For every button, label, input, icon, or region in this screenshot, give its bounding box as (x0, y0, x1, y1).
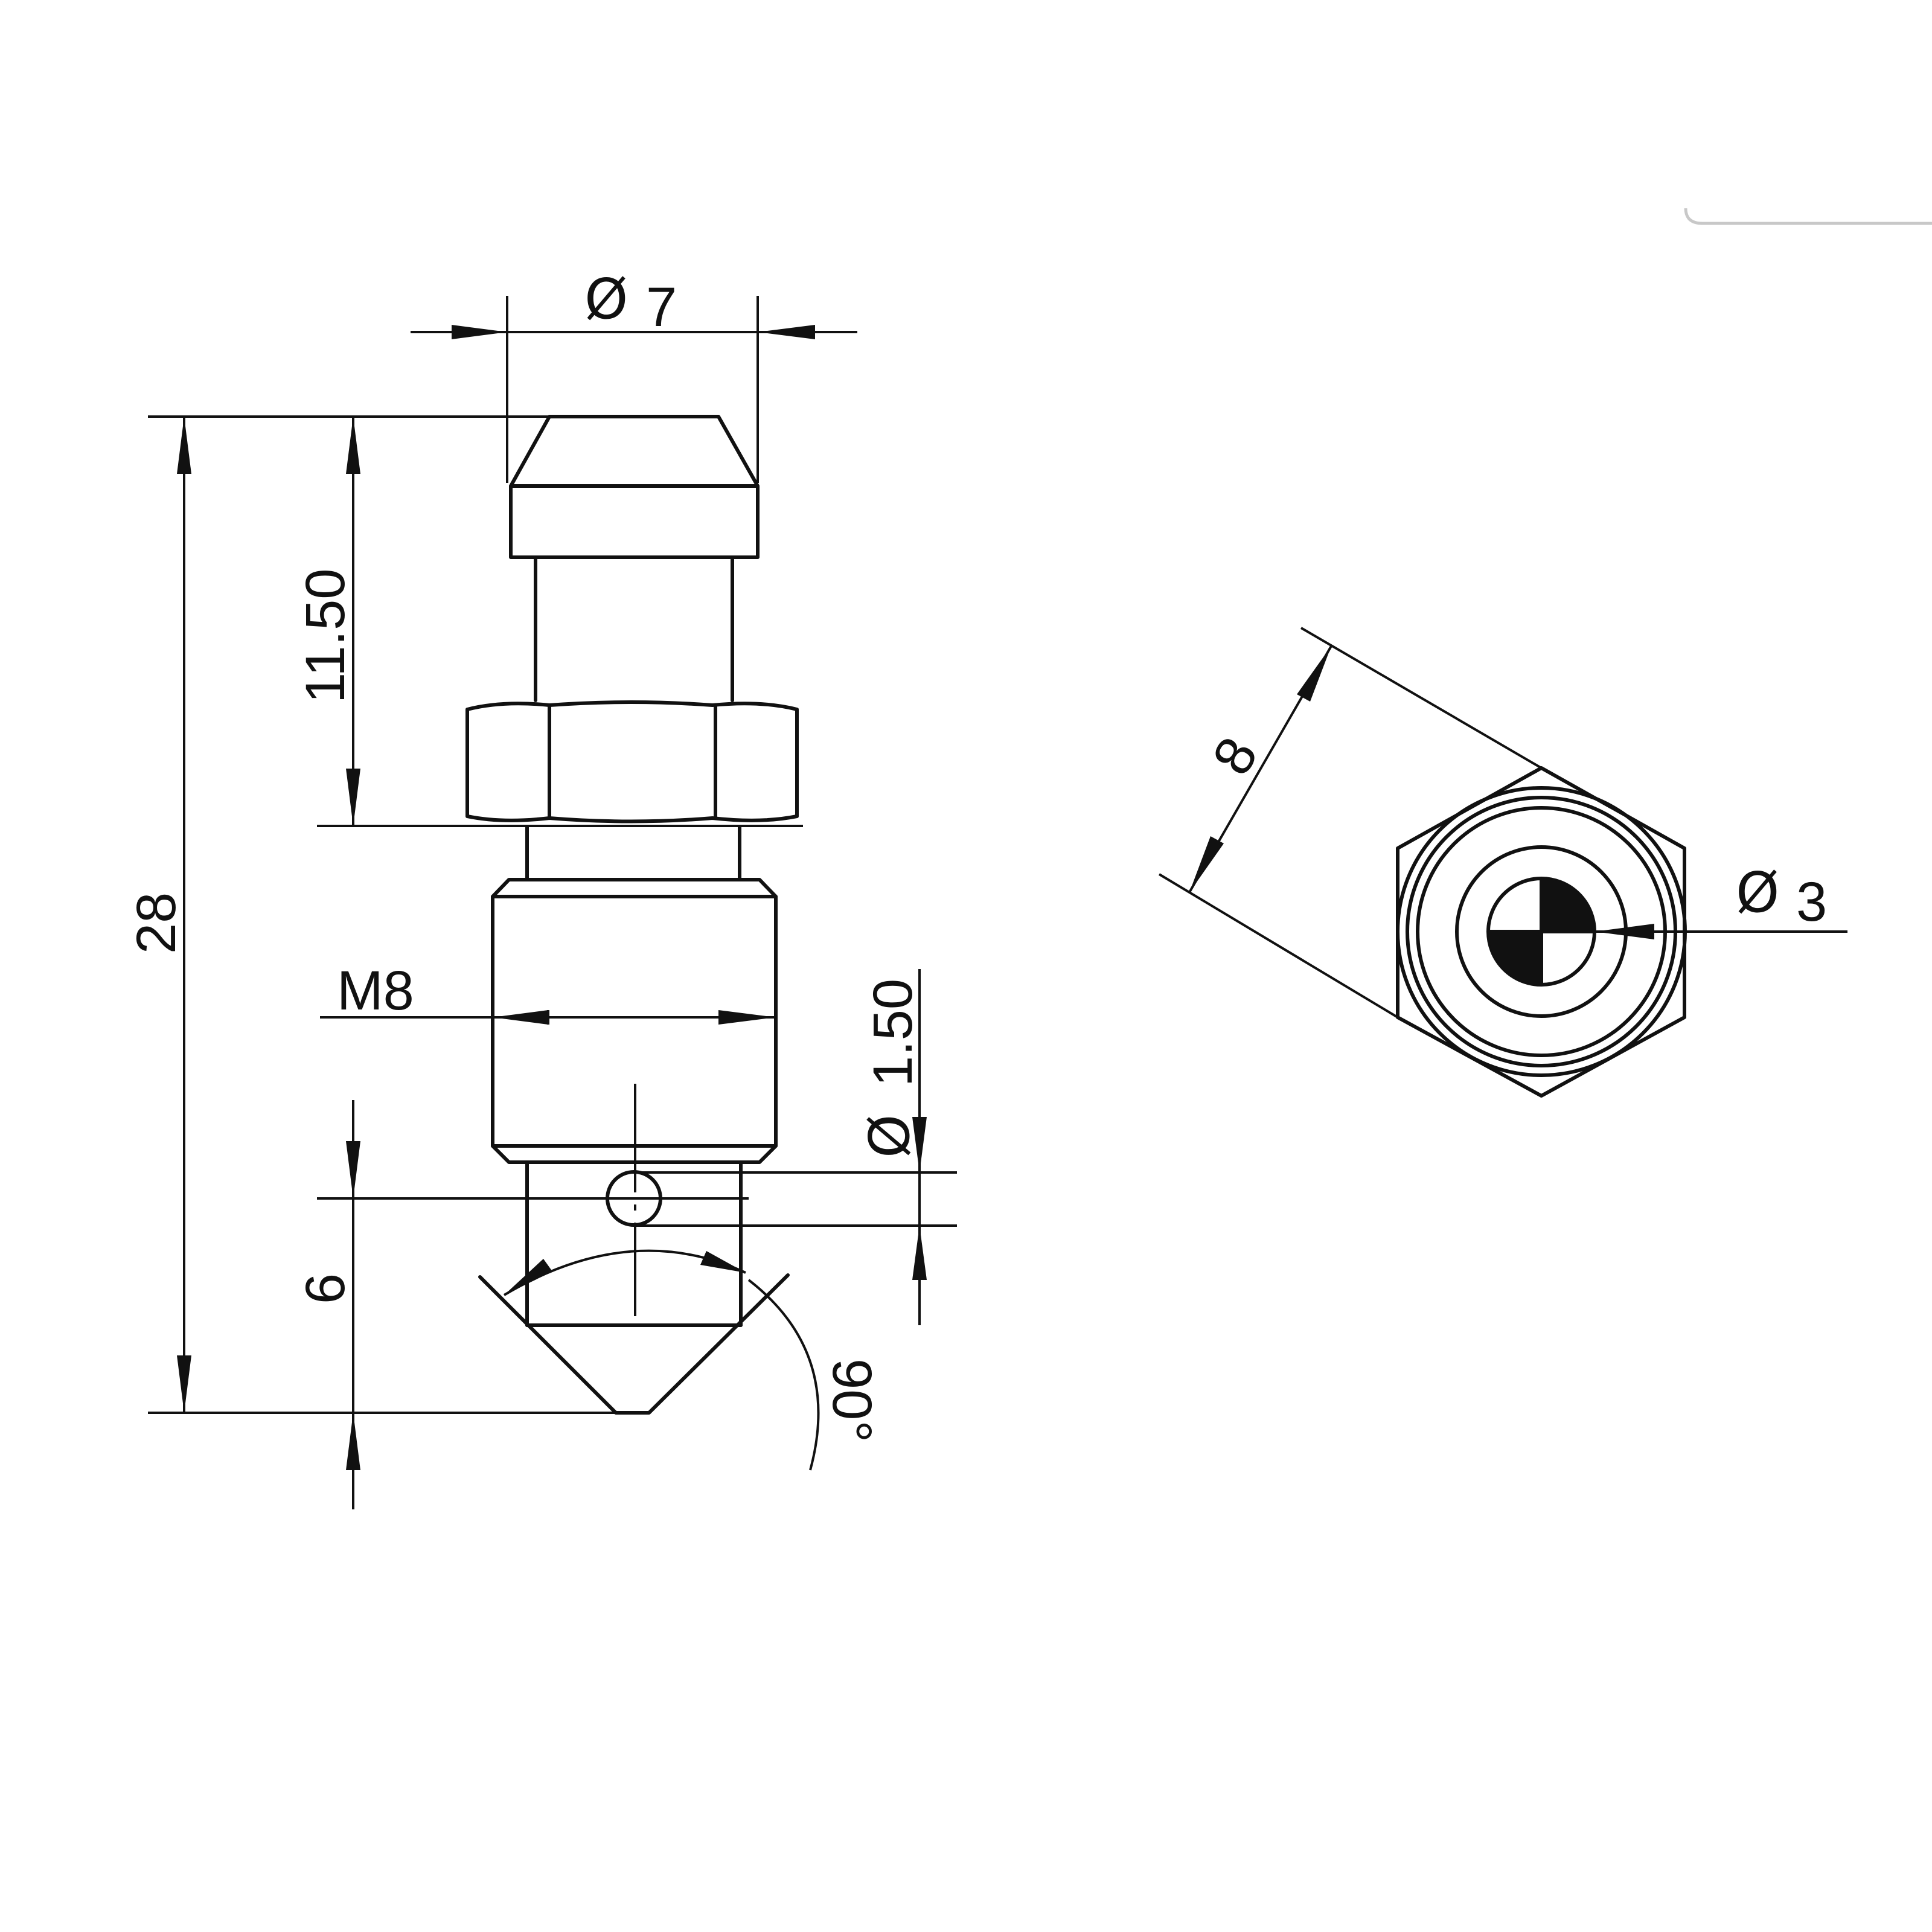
len-6-label: 6 (295, 1273, 356, 1304)
dim-len-11-50: 11.50 (295, 417, 803, 827)
angle-90-label: 90° (821, 1358, 883, 1442)
hex-outline (1396, 766, 1686, 1098)
window-corner (1684, 208, 1932, 225)
dia-7-symbol: Ø (584, 267, 628, 331)
dia-3-value: 3 (1796, 871, 1827, 933)
len-28-label: 28 (126, 892, 187, 954)
dia-3-symbol: Ø (1736, 860, 1779, 925)
side-view (465, 415, 799, 1415)
dim-dia-7: Ø 7 (411, 267, 857, 483)
dim-thread-m8: M8 (320, 960, 776, 1025)
dim-dia-1-50: Ø 1.50 (635, 969, 957, 1325)
cap-chamfer (509, 415, 760, 488)
center-mark (1486, 877, 1596, 987)
conical-tip (478, 1273, 790, 1415)
dia-1-50-value: 1.50 (862, 979, 924, 1087)
dia-7-value: 7 (646, 277, 677, 338)
dia-1-50-symbol: Ø (857, 1115, 922, 1158)
dim-len-28: 28 (126, 415, 616, 1414)
hex-8-label: 8 (1201, 728, 1270, 785)
hex-nut (465, 700, 799, 824)
dim-len-6: 6 (295, 1100, 749, 1509)
dim-angle-90: 90° (503, 1249, 883, 1471)
cap-body (509, 484, 760, 559)
len-11-50-label: 11.50 (295, 569, 356, 703)
thread-m8-label: M8 (337, 960, 414, 1022)
dim-dia-3: Ø 3 (1595, 860, 1847, 939)
end-view (1396, 766, 1687, 1098)
